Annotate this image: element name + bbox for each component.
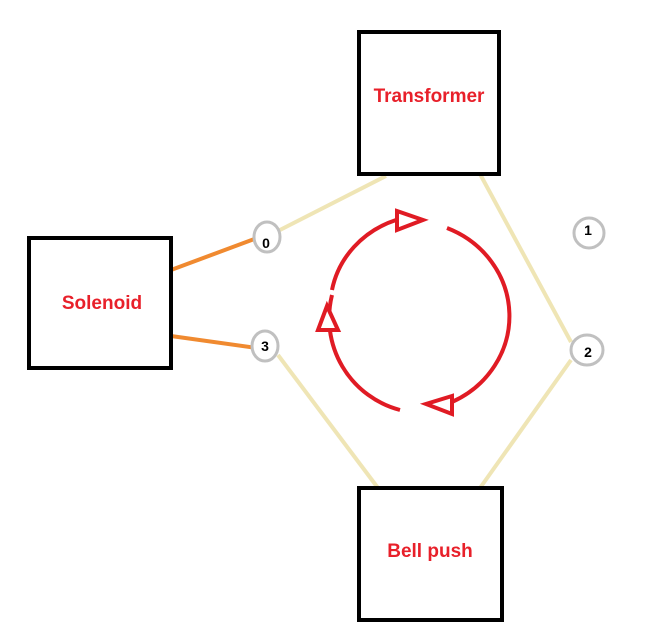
flow-arrowhead-top <box>395 208 429 233</box>
terminal-0-label: 0 <box>262 235 270 251</box>
wire-solenoid-to-terminal-3 <box>170 334 258 350</box>
flow-arrowhead-left <box>315 300 342 332</box>
wire-terminal-3-to-bell-push <box>276 353 380 490</box>
flow-arrowhead-bottom <box>419 393 454 417</box>
terminal-1-label: 1 <box>584 222 592 238</box>
solenoid-label: Solenoid <box>62 293 142 314</box>
terminal-2-label: 2 <box>584 344 592 360</box>
flow-arc-top <box>330 218 397 291</box>
terminal-3-label: 3 <box>261 338 269 354</box>
wire-terminal-2-to-bell-push <box>478 358 573 490</box>
bell-push-box: Bell push <box>357 486 504 622</box>
terminal-0: 0 <box>252 220 282 254</box>
wire-transformer-to-terminal-2 <box>478 173 573 343</box>
terminal-2: 2 <box>569 333 605 367</box>
wire-transformer-to-terminal-0 <box>275 174 387 234</box>
transformer-label: Transformer <box>374 86 485 107</box>
flow-arc-right <box>446 226 512 404</box>
flow-arc-left <box>327 294 401 412</box>
flow-arrow-icon <box>315 208 512 417</box>
solenoid-box: Solenoid <box>27 236 173 370</box>
wire-solenoid-to-terminal-0 <box>170 236 258 272</box>
terminal-1: 1 <box>572 216 606 250</box>
bell-push-label: Bell push <box>387 541 473 562</box>
terminal-3: 3 <box>250 329 280 363</box>
transformer-box: Transformer <box>357 30 501 176</box>
